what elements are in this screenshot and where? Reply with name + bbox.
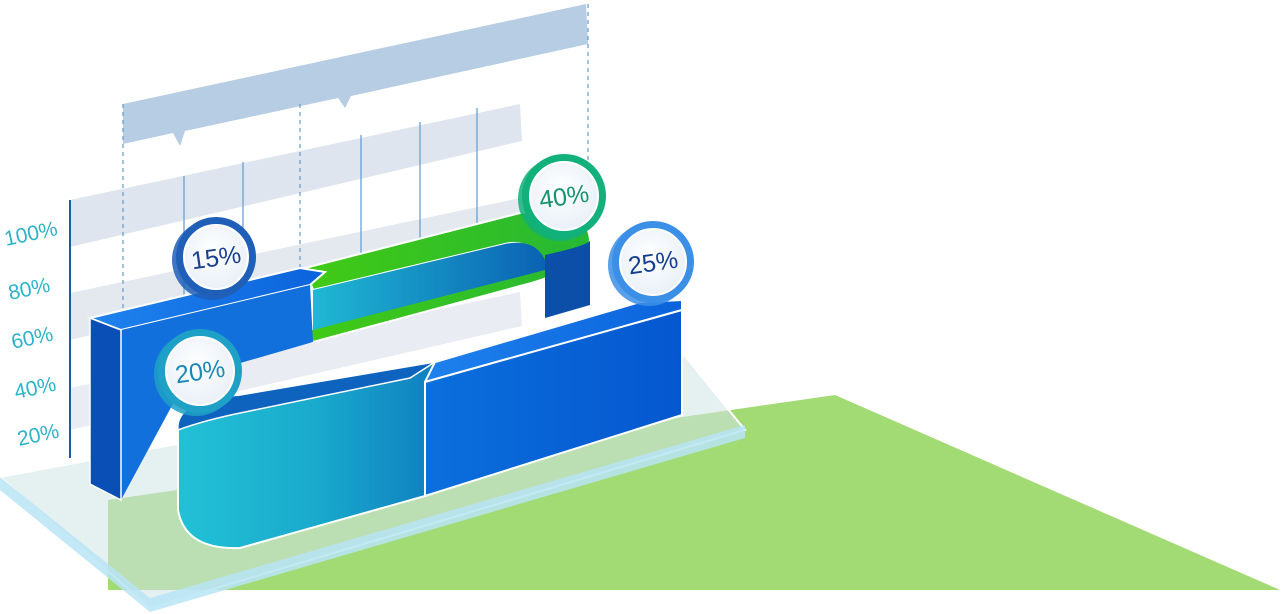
badge-label: 25% — [626, 246, 679, 281]
badge-face — [529, 161, 599, 231]
value-badge-40: 40% — [518, 154, 606, 241]
badge-face — [165, 336, 235, 406]
badge-face — [183, 224, 249, 290]
ribbon-segment-40-side — [545, 240, 590, 318]
ribbon-segment-15-front — [121, 285, 313, 500]
badge-face — [619, 228, 687, 296]
value-badge-25: 25% — [608, 221, 694, 306]
ground-plane — [108, 395, 1280, 590]
value-badges: 15% 20% 40% 25% — [154, 154, 694, 416]
y-axis-ticks: 20% 40% 60% 80% 100% — [2, 217, 61, 451]
ribbon-segment-40-wall — [313, 242, 545, 330]
y-tick-label: 60% — [9, 323, 55, 354]
y-tick-label: 80% — [6, 274, 52, 305]
y-tick-label: 40% — [12, 373, 58, 404]
ribbon-segment-15-side — [89, 316, 122, 502]
value-badge-20: 20% — [154, 329, 242, 416]
badge-label: 15% — [189, 241, 242, 276]
badge-label: 20% — [173, 355, 226, 390]
y-tick-label: 100% — [2, 217, 59, 251]
header-banner — [123, 4, 588, 146]
y-tick-label: 20% — [15, 420, 61, 451]
badge-label: 40% — [537, 180, 590, 215]
grid-band — [70, 104, 522, 247]
value-badge-15: 15% — [172, 217, 256, 300]
